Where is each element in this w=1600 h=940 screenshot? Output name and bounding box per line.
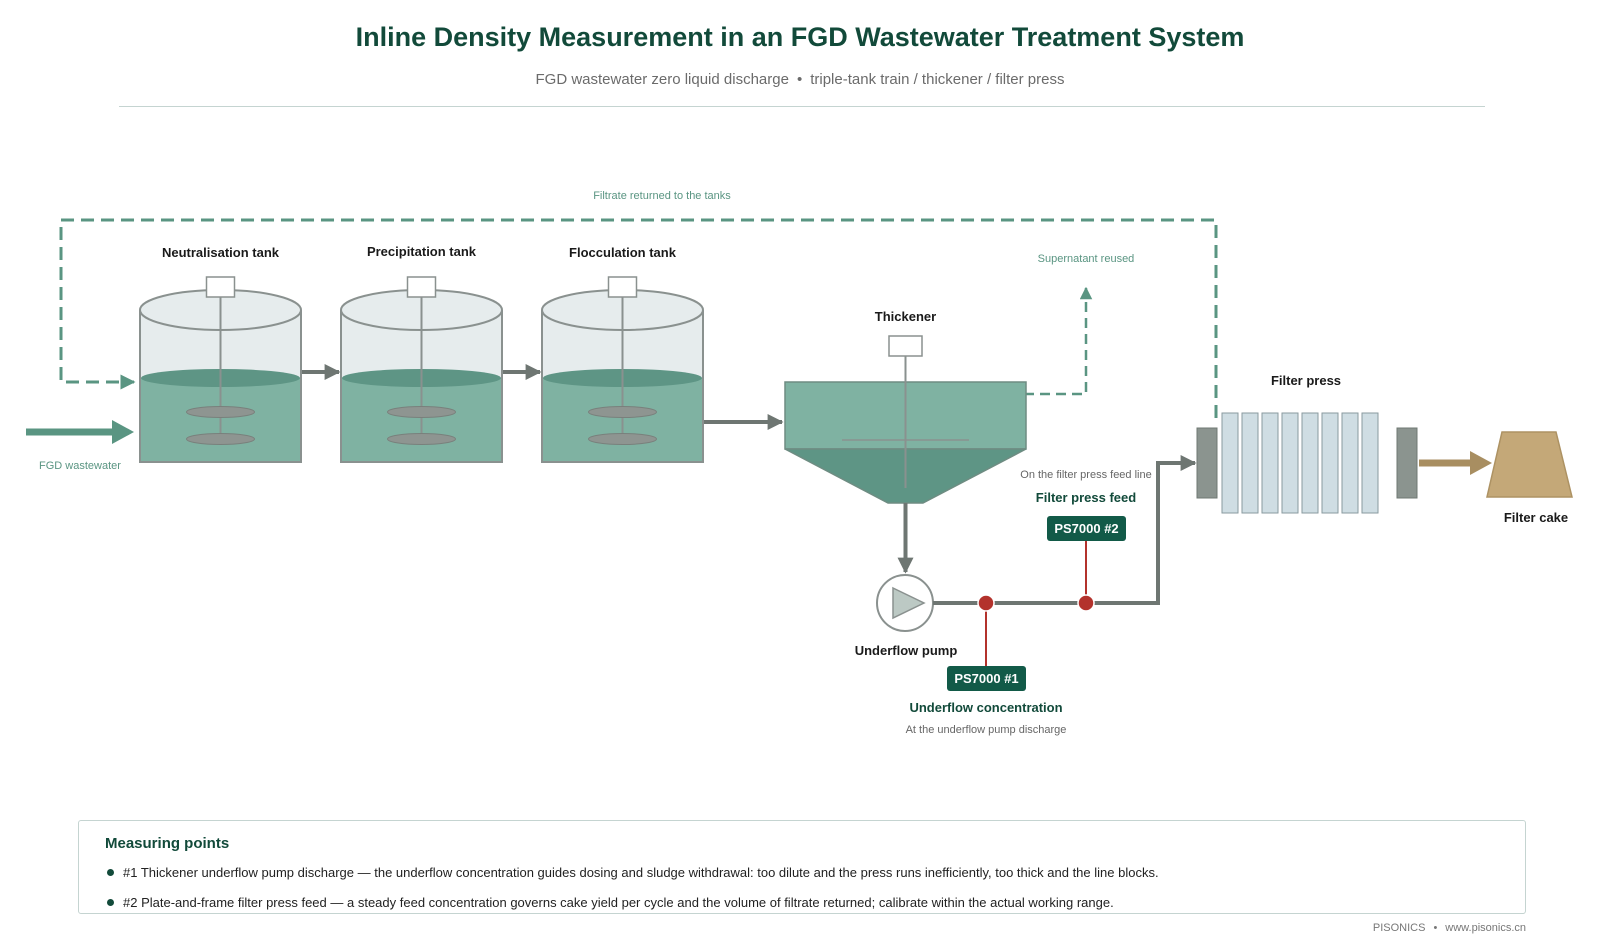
filter-plate (1221, 412, 1239, 514)
sensor2-marker (1077, 594, 1095, 612)
underflow-pump (876, 574, 934, 632)
inlet-label: FGD wastewater (39, 460, 121, 472)
supernatant-label: Supernatant reused (1038, 253, 1135, 265)
panel-title: Measuring points (105, 835, 230, 852)
page-subtitle: FGD wastewater zero liquid discharge • tri… (0, 71, 1600, 88)
filter-cake (1486, 431, 1573, 498)
footer: PISONICS • www.pisonics.cn (1373, 922, 1526, 934)
footer-separator: • (1433, 922, 1438, 934)
filter-cake-label: Filter cake (1504, 510, 1568, 525)
point2-note: On the filter press feed line (1020, 469, 1151, 481)
precipitation-tank (340, 276, 503, 463)
subtitle-separator: • (796, 71, 803, 88)
title-divider (119, 106, 1485, 107)
filter-plate (1341, 412, 1359, 514)
process-diagram: Filtrate returned to the tanks Supernata… (26, 190, 1573, 736)
flocculation-tank (541, 276, 704, 463)
filter-plate (1261, 412, 1279, 514)
cake-discharge-arrow (1419, 451, 1492, 475)
thickener (784, 335, 1027, 504)
pump-label: Underflow pump (855, 643, 958, 658)
filter-press-label: Filter press (1271, 373, 1341, 388)
press-feed-line (933, 455, 1197, 605)
point1-note: At the underflow pump discharge (906, 724, 1067, 736)
filter-press (1196, 412, 1418, 514)
point1-title: Underflow concentration (909, 700, 1062, 715)
tank1-label: Neutralisation tank (162, 245, 280, 260)
page-title: Inline Density Measurement in an FGD Was… (355, 22, 1245, 52)
supernatant-line (1024, 286, 1093, 396)
subtitle-left: FGD wastewater zero liquid discharge (535, 71, 789, 88)
tank3-label: Flocculation tank (569, 245, 677, 260)
panel-item-text: #1 Thickener underflow pump discharge — … (123, 865, 1159, 880)
sensor1-badge (947, 666, 1026, 691)
inlet-arrow (26, 420, 134, 444)
bullet-icon (107, 899, 114, 907)
neutralisation-tank (139, 276, 302, 463)
pump-icon (892, 586, 926, 620)
sensor2-badge (1047, 516, 1126, 541)
recycle-label: Filtrate returned to the tanks (593, 190, 731, 202)
footer-url[interactable]: www.pisonics.cn (1445, 922, 1526, 934)
measuring-points-panel: Measuring points #1 Thickener underflow … (78, 820, 1526, 914)
agitator-motor-icon (607, 276, 638, 298)
panel-item-text: #2 Plate-and-frame filter press feed — a… (123, 895, 1114, 910)
panel-item: #2 Plate-and-frame filter press feed — a… (107, 895, 1114, 910)
filter-plate (1281, 412, 1299, 514)
subtitle-right: triple-tank train / thickener / filter p… (810, 71, 1065, 88)
filter-press-plates (1221, 412, 1379, 514)
filter-plate (1361, 412, 1379, 514)
thickener-drive-icon (888, 335, 923, 357)
panel-item: #1 Thickener underflow pump discharge — … (107, 865, 1159, 880)
footer-brand: PISONICS (1372, 922, 1426, 934)
filter-plate (1241, 412, 1259, 514)
thickener-label: Thickener (875, 309, 936, 324)
filter-plate (1321, 412, 1339, 514)
sensor2-badge-text: PS7000 #2 (1054, 521, 1118, 536)
sensor1-marker (977, 594, 995, 612)
sensor1-badge-text: PS7000 #1 (954, 671, 1018, 686)
filtrate-recycle-line (59, 218, 1218, 418)
agitator-motor-icon (406, 276, 437, 298)
agitator-motor-icon (205, 276, 236, 298)
tank2-label: Precipitation tank (367, 244, 477, 259)
point2-title: Filter press feed (1036, 490, 1136, 505)
bullet-icon (107, 869, 114, 877)
filter-plate (1301, 412, 1319, 514)
